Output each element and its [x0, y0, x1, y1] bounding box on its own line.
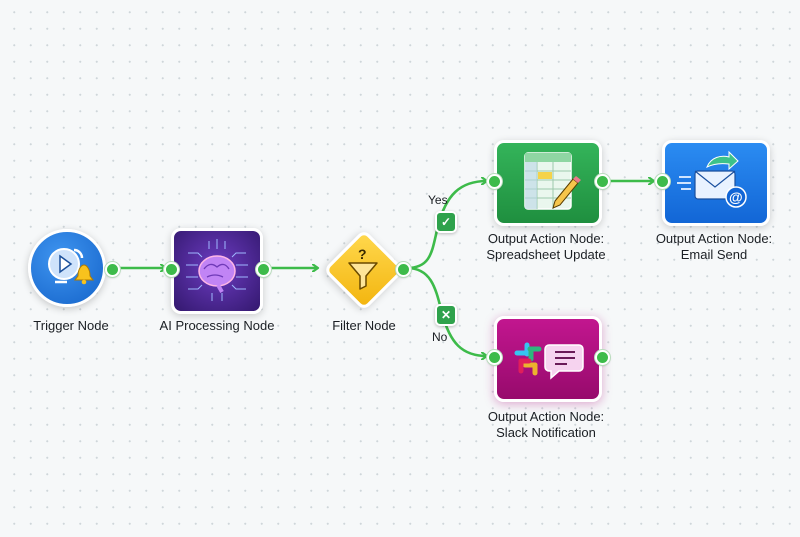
filter-node-label: Filter Node: [332, 318, 396, 333]
email-label-line2: Email Send: [680, 247, 748, 262]
trigger-node-label: Trigger Node: [33, 318, 109, 333]
spreadsheet-label-line2: Spreadsheet Update: [486, 247, 606, 262]
spreadsheet-output-port[interactable]: [595, 174, 610, 189]
trigger-node[interactable]: [28, 229, 106, 307]
email-input-port[interactable]: [655, 174, 670, 189]
email-send-node[interactable]: @: [662, 140, 770, 226]
svg-text:?: ?: [358, 246, 367, 262]
ai-processing-node[interactable]: [171, 228, 263, 314]
ai-output-port[interactable]: [256, 262, 271, 277]
filter-node[interactable]: ?: [322, 228, 406, 312]
slack-label-line1: Output Action Node:: [487, 409, 605, 424]
yes-branch-label: Yes: [428, 193, 448, 207]
slack-message-icon: [514, 342, 584, 380]
ai-input-port[interactable]: [164, 262, 179, 277]
email-label-line1: Output Action Node:: [655, 231, 773, 246]
svg-text:@: @: [729, 189, 743, 205]
slack-output-port[interactable]: [595, 350, 610, 365]
no-branch-label: No: [432, 330, 448, 344]
filter-output-port[interactable]: [396, 262, 411, 277]
email-send-icon: @: [677, 150, 747, 208]
ai-node-label: AI Processing Node: [159, 318, 275, 333]
slack-notification-node[interactable]: [494, 316, 602, 402]
yes-check-badge[interactable]: ✓: [435, 211, 457, 233]
funnel-question-icon: ?: [348, 246, 378, 290]
spreadsheet-input-port[interactable]: [487, 174, 502, 189]
slack-input-port[interactable]: [487, 350, 502, 365]
email-node-label: Output Action Node: Email Send: [656, 231, 772, 263]
no-x-badge[interactable]: ✕: [435, 304, 457, 326]
spreadsheet-label-line1: Output Action Node:: [487, 231, 605, 246]
play-bell-icon: [48, 248, 94, 285]
slack-node-label: Output Action Node: Slack Notification: [488, 409, 604, 441]
spreadsheet-pencil-icon: [524, 152, 581, 210]
brain-circuit-icon: [186, 239, 248, 301]
spreadsheet-node-label: Output Action Node: Spreadsheet Update: [486, 231, 605, 263]
spreadsheet-update-node[interactable]: [494, 140, 602, 226]
trigger-output-port[interactable]: [105, 262, 120, 277]
slack-label-line2: Slack Notification: [496, 425, 596, 440]
